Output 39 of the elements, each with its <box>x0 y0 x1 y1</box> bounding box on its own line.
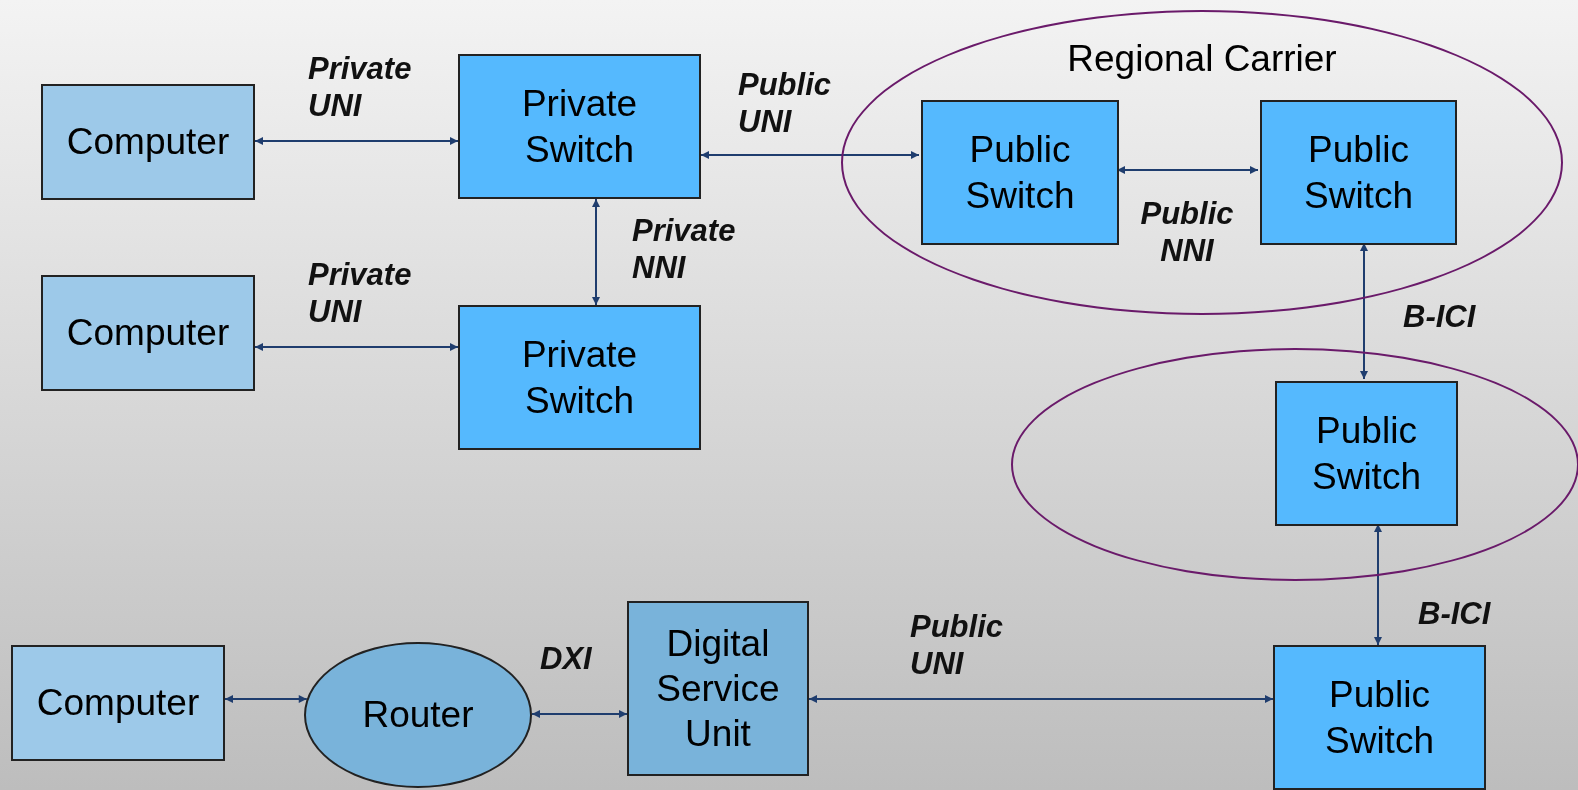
double-arrow <box>592 198 600 306</box>
device-box <box>41 275 255 391</box>
device-box <box>458 54 701 199</box>
double-arrow <box>700 151 920 159</box>
device-box <box>41 84 255 200</box>
node-label: Public Switch <box>1303 128 1414 218</box>
double-arrow <box>254 343 459 351</box>
node-label: Private Switch <box>520 82 639 172</box>
edge-label: B-ICI <box>1403 298 1477 336</box>
node-label: Public Switch <box>964 128 1076 218</box>
node-label: Computer <box>66 120 230 165</box>
node-label: Computer <box>66 311 230 356</box>
edge-label: Public UNI <box>910 608 1004 683</box>
device-box <box>11 645 225 761</box>
double-arrow <box>224 695 308 703</box>
device-box <box>1273 645 1486 790</box>
node-label: Private Switch <box>520 333 639 423</box>
edge-label: DXI <box>540 640 593 678</box>
device-box <box>627 601 809 776</box>
double-arrow <box>808 695 1274 703</box>
node-label: Computer <box>36 681 200 726</box>
edge-label: Private UNI <box>308 50 413 125</box>
device-box <box>1275 381 1458 526</box>
device-box <box>458 305 701 450</box>
edge-label: B-ICI <box>1418 595 1492 633</box>
double-arrow <box>254 137 459 145</box>
device-box <box>1260 100 1457 245</box>
edge-label: Private NNI <box>632 212 737 287</box>
node-label: Router <box>362 693 474 738</box>
network-region-ellipse <box>1011 348 1578 581</box>
node-label: Digital Service Unit <box>655 621 781 757</box>
node-label: Public Switch <box>1311 409 1422 499</box>
edge-label: Private UNI <box>308 256 413 331</box>
device-box <box>921 100 1119 245</box>
edge-label: Public UNI <box>738 66 832 141</box>
node-label: Public Switch <box>1324 673 1435 763</box>
edge-label: Public NNI <box>1139 195 1235 270</box>
node-label: Regional Carrier <box>1067 37 1337 81</box>
double-arrow <box>531 710 628 718</box>
